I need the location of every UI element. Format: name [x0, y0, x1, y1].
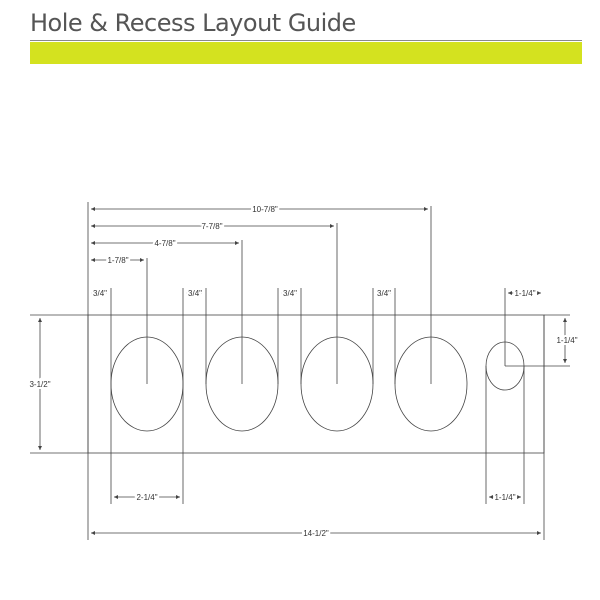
panel-outline [87, 314, 545, 454]
label-7-7-8: 7-7/8" [201, 222, 222, 231]
label-gap-1: 3/4" [93, 289, 107, 298]
title-rule [30, 40, 582, 41]
label-gap-3: 3/4" [283, 289, 297, 298]
label-1-7-8: 1-7/8" [107, 256, 128, 265]
label-small-offset: 1-1/4" [514, 289, 535, 298]
label-gap-2: 3/4" [188, 289, 202, 298]
label-gap-4: 3/4" [377, 289, 391, 298]
label-10-7-8: 10-7/8" [252, 205, 278, 214]
label-overall-length: 14-1/2" [303, 529, 329, 538]
page-title: Hole & Recess Layout Guide [30, 9, 356, 37]
label-overall-height: 3-1/2" [29, 380, 50, 389]
label-large-diameter: 2-1/4" [136, 493, 157, 502]
label-small-diameter: 1-1/4" [494, 493, 515, 502]
label-4-7-8: 4-7/8" [154, 239, 175, 248]
label-small-height: 1-1/4" [556, 336, 577, 345]
accent-band [30, 42, 582, 64]
